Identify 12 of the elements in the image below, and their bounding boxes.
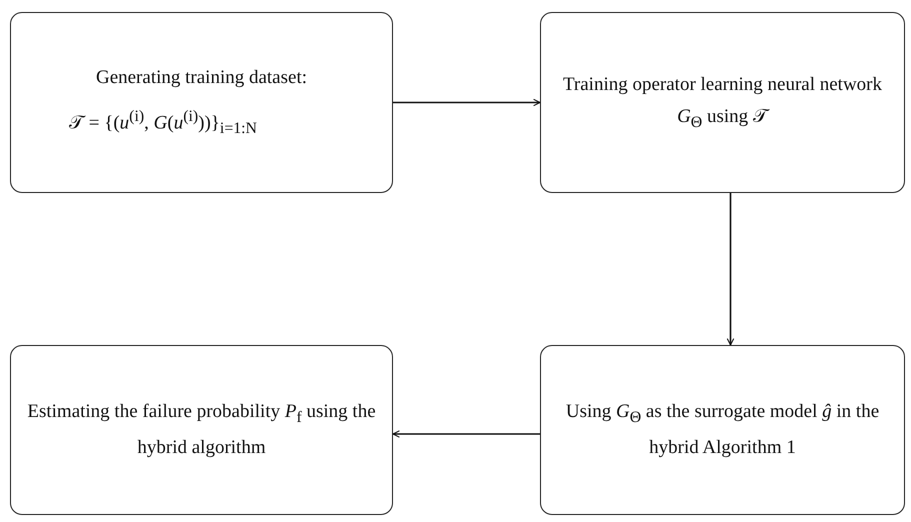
formula-text: 𝒯 = {(u$^{(i)}$, G(u$^{(i)}$))}$_{i=1:N}$ — [68, 107, 257, 140]
box-text: Estimating the failure probability P$_{f}$ using the hybrid algorithm — [26, 400, 377, 460]
process-box — [10, 345, 393, 515]
arrow — [726, 193, 734, 346]
process-box — [10, 12, 393, 193]
box-text: Generating training dataset: — [96, 66, 308, 90]
arrow — [392, 430, 540, 438]
box-text: Training operator learning neural network G$_{Θ}$ using 𝒯 — [562, 72, 884, 133]
arrow — [393, 98, 541, 106]
box-text: Using G$_{Θ}$ as the surrogate model ĝ in the hybrid Algorithm 1 — [564, 400, 880, 460]
process-box — [540, 345, 905, 515]
process-box — [540, 12, 905, 193]
